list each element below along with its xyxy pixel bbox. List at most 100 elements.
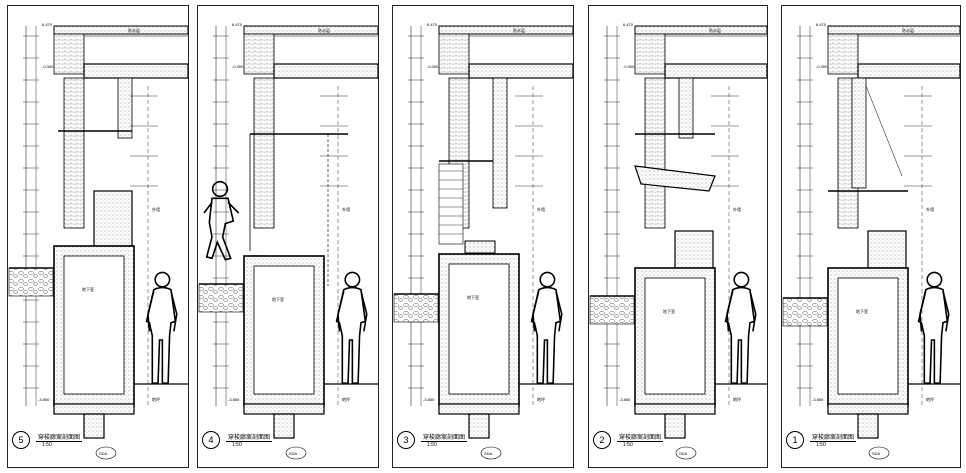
annotation-text: 外墙 <box>733 206 741 212</box>
glass-line <box>865 85 903 177</box>
floor-slab <box>664 63 767 79</box>
sheet-number: 1 <box>786 431 804 449</box>
room-label: 地下室 <box>272 296 284 302</box>
parapet-wall <box>438 33 470 75</box>
sheet-scale: 1:50 <box>232 442 242 448</box>
gravel-fill <box>8 267 54 297</box>
parapet-wall <box>53 33 85 75</box>
basement-room <box>837 277 899 395</box>
floor-slab <box>273 63 378 79</box>
annotation-text: 防水层 <box>318 27 330 33</box>
sheet-title: 穿梭廊案剖面图 <box>421 432 468 442</box>
annotation-text: 地坪 <box>926 396 934 402</box>
gravel-fill <box>589 295 635 325</box>
roof-slab <box>827 25 960 35</box>
level-label: -0.300 <box>427 64 439 69</box>
floor-slab <box>857 63 960 79</box>
annotation-text: 外墙 <box>926 206 934 212</box>
tag-outline <box>868 446 890 460</box>
step-block <box>464 240 496 254</box>
annotation-text: 外墙 <box>152 206 160 212</box>
room-label: 地下室 <box>663 308 675 314</box>
exterior-wall <box>644 77 666 229</box>
room-label: 地下室 <box>856 308 868 314</box>
footing <box>438 403 520 415</box>
tag-text: SDA <box>289 451 298 456</box>
tag-outline <box>95 446 117 460</box>
wall-segment <box>678 77 694 139</box>
tag-outline <box>675 446 697 460</box>
step-block <box>674 230 714 272</box>
step-block <box>93 190 133 247</box>
annotation-text: 外墙 <box>537 206 545 212</box>
person-figure <box>145 271 178 384</box>
parapet-wall <box>634 33 666 75</box>
annotation-text: 防水层 <box>513 27 525 33</box>
tag-bubble: SDA <box>868 446 890 460</box>
roof-slab <box>634 25 767 35</box>
sheet-scale: 1:50 <box>623 442 633 448</box>
tag-bubble: SDA <box>480 446 502 460</box>
wall-segment <box>851 77 867 189</box>
basement-room <box>253 265 315 395</box>
level-label: -0.300 <box>623 64 635 69</box>
sheet-number: 3 <box>397 431 415 449</box>
footing <box>53 403 135 415</box>
level-label: -0.300 <box>42 64 54 69</box>
person-figure <box>530 271 563 384</box>
tag-text: SDA <box>484 451 493 456</box>
tag-text: SDA <box>872 451 881 456</box>
footing <box>243 403 325 415</box>
level-label: 6.470 <box>42 22 53 27</box>
level-label: 6.470 <box>232 22 243 27</box>
floor-slab <box>468 63 573 79</box>
pile <box>468 413 490 439</box>
person-figure <box>917 271 950 384</box>
level-label: -3.850 <box>619 397 631 402</box>
sheet-scale: 1:50 <box>42 442 52 448</box>
annotation-text: 地坪 <box>152 396 160 402</box>
level-label: 6.470 <box>427 22 438 27</box>
sheet-scale: 1:50 <box>816 442 826 448</box>
person-figure <box>335 271 368 384</box>
level-label: 6.470 <box>623 22 634 27</box>
child-figure <box>203 180 240 261</box>
annotation-text: 防水层 <box>709 27 721 33</box>
tag-text: SDA <box>99 451 108 456</box>
annotation-text: 地坪 <box>733 396 741 402</box>
gravel-fill <box>198 283 244 313</box>
sheet-number: 4 <box>202 431 220 449</box>
pile <box>664 413 686 439</box>
level-label: -0.300 <box>232 64 244 69</box>
tag-text: SDA <box>679 451 688 456</box>
person-figure <box>724 271 757 384</box>
room-label: 地下室 <box>82 286 94 292</box>
level-label: 6.470 <box>816 22 827 27</box>
annotation-text: 防水层 <box>902 27 914 33</box>
annotation-text: 地坪 <box>342 396 350 402</box>
tag-bubble: SDA <box>675 446 697 460</box>
sheet-number: 5 <box>12 431 30 449</box>
parapet-wall <box>827 33 859 75</box>
basement-room <box>644 277 706 395</box>
annotation-text: 地坪 <box>537 396 545 402</box>
step-block <box>867 230 907 272</box>
sheet-title: 穿梭廊案剖面图 <box>810 432 857 442</box>
gravel-fill <box>393 293 439 323</box>
basement-room <box>63 255 125 395</box>
level-label: -3.850 <box>228 397 240 402</box>
roof-slab <box>438 25 573 35</box>
